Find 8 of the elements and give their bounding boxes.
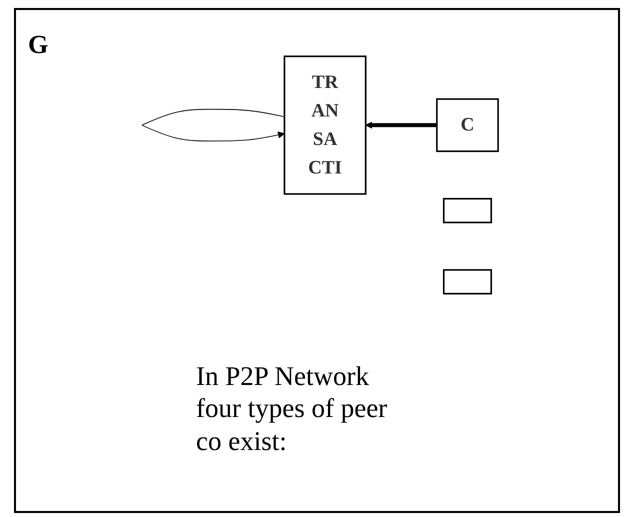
label: G [28,30,48,60]
node-box [442,269,492,294]
node-box: TR AN SA CTI [284,56,366,195]
arrow [142,108,285,142]
node-box [442,198,492,224]
node-box: C [436,98,499,152]
note-text: In P2P Network four types of peer co exist: [196,360,388,458]
arrow [365,122,437,129]
